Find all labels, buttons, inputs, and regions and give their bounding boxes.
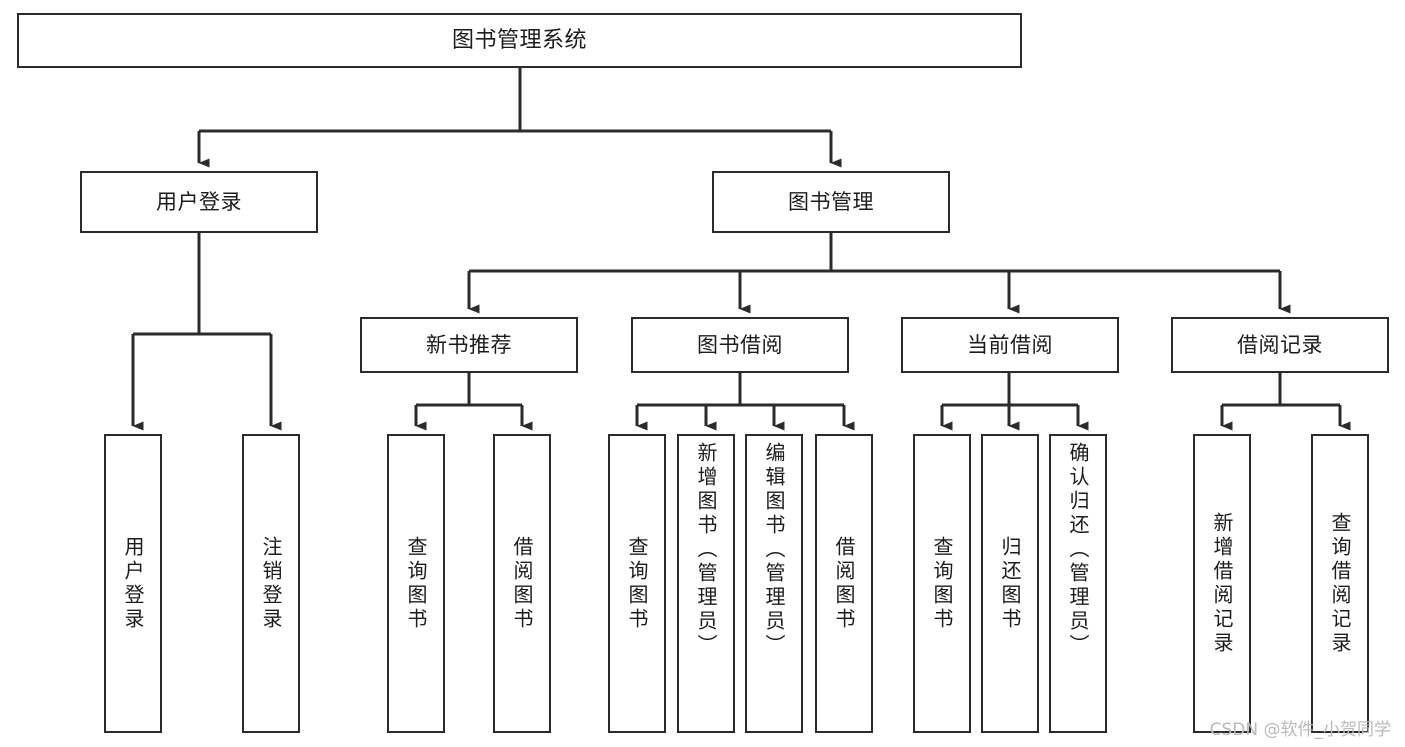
node-leaf-logout-login-label: 注销登录 [259, 535, 283, 632]
node-leaf-return-book[interactable]: 归还图书 [981, 434, 1039, 733]
node-book-manage[interactable]: 图书管理 [712, 171, 950, 233]
node-root[interactable]: 图书管理系统 [17, 13, 1022, 68]
node-leaf-confirm-return-label: 确认归还（管理员） [1066, 442, 1090, 658]
node-leaf-edit-book-label: 编辑图书（管理员） [762, 442, 786, 658]
node-leaf-borrow-book-2[interactable]: 借阅图书 [815, 434, 873, 733]
node-leaf-edit-book[interactable]: 编辑图书（管理员） [745, 434, 803, 733]
node-leaf-user-login[interactable]: 用户登录 [104, 434, 162, 733]
node-leaf-borrow-book-2-label: 借阅图书 [832, 535, 856, 632]
node-leaf-add-book[interactable]: 新增图书（管理员） [677, 434, 735, 733]
node-new-book-recommend-label: 新书推荐 [426, 332, 512, 357]
node-leaf-add-record-label: 新增借阅记录 [1210, 511, 1234, 656]
node-leaf-query-book-3[interactable]: 查询图书 [913, 434, 971, 733]
node-leaf-query-book-2-label: 查询图书 [625, 535, 649, 632]
node-leaf-confirm-return[interactable]: 确认归还（管理员） [1049, 434, 1107, 733]
node-borrow-record-label: 借阅记录 [1237, 332, 1323, 357]
node-leaf-logout-login[interactable]: 注销登录 [242, 434, 300, 733]
node-leaf-borrow-book-1[interactable]: 借阅图书 [493, 434, 551, 733]
node-current-borrow[interactable]: 当前借阅 [901, 317, 1119, 373]
node-leaf-return-book-label: 归还图书 [998, 535, 1022, 632]
node-new-book-recommend[interactable]: 新书推荐 [360, 317, 578, 373]
node-current-borrow-label: 当前借阅 [967, 332, 1053, 357]
node-leaf-query-book-1-label: 查询图书 [404, 535, 428, 632]
node-leaf-query-book-1[interactable]: 查询图书 [387, 434, 445, 733]
node-root-label: 图书管理系统 [451, 27, 587, 53]
node-leaf-query-book-2[interactable]: 查询图书 [608, 434, 666, 733]
node-leaf-user-login-label: 用户登录 [121, 535, 145, 632]
node-book-borrow[interactable]: 图书借阅 [631, 317, 849, 373]
node-leaf-borrow-book-1-label: 借阅图书 [510, 535, 534, 632]
node-user-login[interactable]: 用户登录 [80, 171, 318, 233]
node-leaf-add-record[interactable]: 新增借阅记录 [1193, 434, 1251, 733]
node-book-manage-label: 图书管理 [788, 189, 874, 214]
node-user-login-label: 用户登录 [156, 189, 242, 214]
node-leaf-add-book-label: 新增图书（管理员） [694, 442, 718, 658]
node-borrow-record[interactable]: 借阅记录 [1171, 317, 1389, 373]
csdn-watermark: CSDN @软件_小贺同学 [1209, 720, 1391, 740]
node-leaf-query-book-3-label: 查询图书 [930, 535, 954, 632]
node-book-borrow-label: 图书借阅 [697, 332, 783, 357]
node-leaf-query-record-label: 查询借阅记录 [1328, 511, 1352, 656]
node-leaf-query-record[interactable]: 查询借阅记录 [1311, 434, 1369, 733]
